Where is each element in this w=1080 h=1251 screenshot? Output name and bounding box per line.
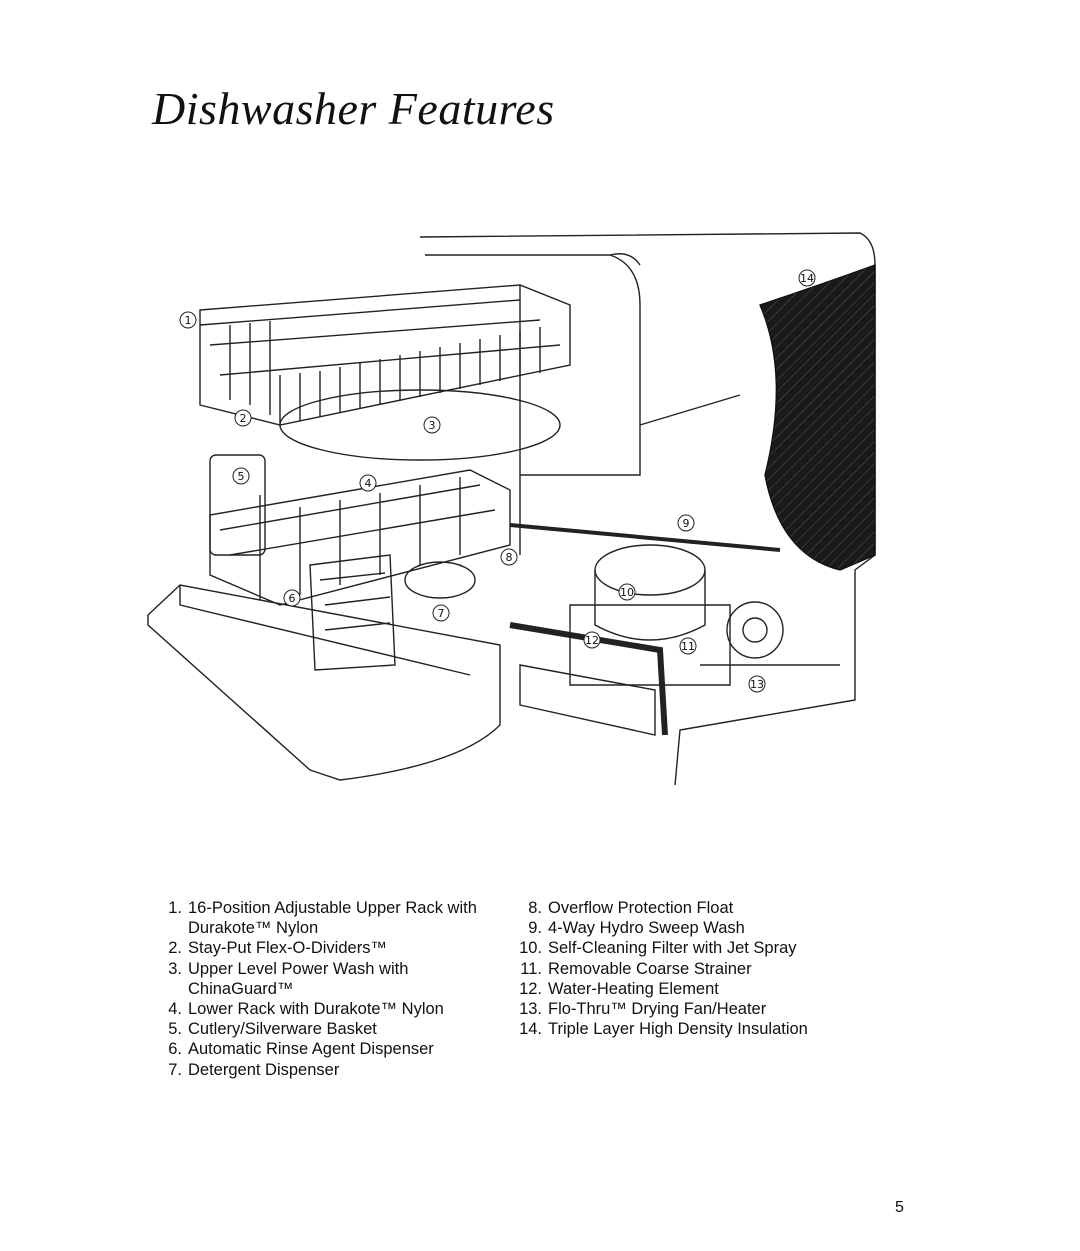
callout-10: 10 bbox=[618, 583, 636, 601]
callout-4: 4 bbox=[359, 474, 377, 492]
dishwasher-diagram: 1 2 3 4 5 6 7 8 9 10 11 12 13 14 bbox=[147, 232, 876, 786]
callout-6: 6 bbox=[283, 589, 301, 607]
svg-text:11: 11 bbox=[681, 640, 695, 653]
callout-markers: 1 2 3 4 5 6 7 8 9 10 11 12 13 14 bbox=[179, 269, 816, 693]
insulation bbox=[759, 264, 876, 571]
page-title: Dishwasher Features bbox=[152, 83, 555, 134]
tub-outline bbox=[419, 232, 876, 786]
callout-1: 1 bbox=[179, 311, 197, 329]
list-item: 2.Stay-Put Flex-O-Dividers™ bbox=[168, 939, 387, 958]
list-item: 5.Cutlery/Silverware Basket bbox=[168, 1020, 377, 1039]
lower-rack bbox=[209, 454, 511, 671]
list-item: 11.Removable Coarse Strainer bbox=[520, 959, 752, 978]
list-item: 3.Upper Level Power Wash with ChinaGuard… bbox=[168, 959, 409, 998]
svg-text:12: 12 bbox=[585, 634, 599, 647]
callout-9: 9 bbox=[677, 514, 695, 532]
callout-5: 5 bbox=[232, 467, 250, 485]
features-list-right: 8.Overflow Protection Float 9.4-Way Hydr… bbox=[508, 898, 838, 1039]
list-item: 12.Water-Heating Element bbox=[519, 979, 719, 998]
list-item: 1.16-Position Adjustable Upper Rack with… bbox=[168, 899, 477, 938]
list-item: 4.Lower Rack with Durakote™ Nylon bbox=[168, 1000, 444, 1019]
callout-3: 3 bbox=[423, 416, 441, 434]
upper-rack bbox=[199, 284, 571, 426]
svg-text:7: 7 bbox=[438, 607, 445, 620]
svg-text:1: 1 bbox=[185, 314, 192, 327]
list-item: 9.4-Way Hydro Sweep Wash bbox=[528, 919, 745, 938]
list-item: 6.Automatic Rinse Agent Dispenser bbox=[168, 1040, 434, 1059]
door-outline bbox=[147, 584, 501, 781]
svg-text:8: 8 bbox=[506, 551, 513, 564]
callout-7: 7 bbox=[432, 604, 450, 622]
features-list-left: 1.16-Position Adjustable Upper Rack with… bbox=[148, 898, 478, 1080]
pump-assembly bbox=[569, 544, 840, 686]
svg-text:14: 14 bbox=[800, 272, 814, 285]
svg-text:3: 3 bbox=[429, 419, 436, 432]
list-item: 8.Overflow Protection Float bbox=[528, 899, 734, 917]
svg-text:5: 5 bbox=[238, 470, 245, 483]
svg-text:6: 6 bbox=[289, 592, 296, 605]
svg-text:10: 10 bbox=[620, 586, 634, 599]
callout-13: 13 bbox=[748, 675, 766, 693]
callout-8: 8 bbox=[500, 548, 518, 566]
list-item: 13.Flo-Thru™ Drying Fan/Heater bbox=[519, 1000, 767, 1019]
callout-11: 11 bbox=[679, 637, 697, 655]
svg-text:13: 13 bbox=[750, 678, 764, 691]
svg-text:4: 4 bbox=[365, 477, 372, 490]
page-number: 5 bbox=[895, 1199, 904, 1216]
svg-text:9: 9 bbox=[683, 517, 690, 530]
list-item: 14.Triple Layer High Density Insulation bbox=[519, 1020, 808, 1039]
svg-text:2: 2 bbox=[240, 412, 247, 425]
callout-12: 12 bbox=[583, 631, 601, 649]
callout-2: 2 bbox=[234, 409, 252, 427]
list-item: 10.Self-Cleaning Filter with Jet Spray bbox=[519, 939, 797, 958]
list-item: 7.Detergent Dispenser bbox=[168, 1060, 340, 1079]
callout-14: 14 bbox=[798, 269, 816, 287]
